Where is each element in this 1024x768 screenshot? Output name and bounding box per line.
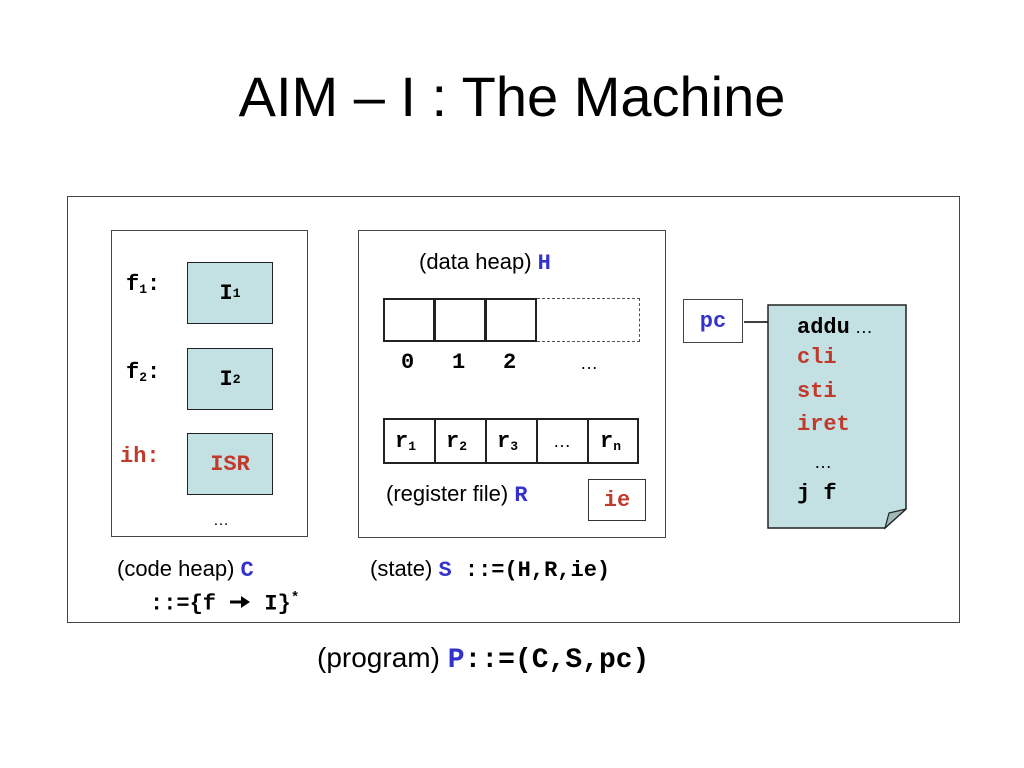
code-line-sti: sti [797, 379, 837, 404]
heap-index-more: … [580, 353, 598, 373]
register-r2: r2 [446, 429, 468, 454]
heap-index-1: 1 [452, 350, 466, 375]
register-file-caption: (register file) R [386, 481, 528, 508]
code-label-f2: f2: [126, 360, 161, 385]
code-line-ellipsis: … [814, 452, 832, 472]
code-block-isr: ISR [187, 433, 273, 495]
code-line-cli: cli [797, 345, 837, 370]
register-r3: r3 [497, 429, 519, 454]
heap-index-0: 0 [401, 350, 415, 375]
code-label-ih: ih: [120, 444, 160, 469]
register-rn: rn [600, 429, 622, 454]
code-line-addu: addu … [797, 315, 873, 340]
register-cell [385, 420, 436, 462]
register-cell [538, 420, 589, 462]
arrow-right-icon [229, 591, 251, 616]
register-r1: r1 [395, 429, 417, 454]
heap-cell-0 [383, 298, 435, 342]
heap-cell-2 [485, 298, 537, 342]
code-line-iret: iret [797, 412, 850, 437]
heap-index-2: 2 [503, 350, 517, 375]
code-heap-definition: ::={f I}* [150, 590, 300, 617]
heap-cell-more [537, 298, 640, 342]
code-label-f1: f1: [126, 272, 161, 297]
state-caption: (state) S ::=(H,R,ie) [370, 556, 611, 583]
slide-title: AIM – I : The Machine [238, 65, 786, 128]
data-heap-array [383, 298, 640, 342]
program-caption: (program) P::=(C,S,pc) [317, 642, 650, 676]
code-page-shape [767, 304, 907, 530]
register-cell [436, 420, 487, 462]
ie-flag-box: ie [588, 479, 646, 521]
heap-cell-1 [434, 298, 486, 342]
code-line-jump: j f [797, 481, 837, 506]
register-file [383, 418, 639, 464]
register-cell [487, 420, 538, 462]
code-heap-ellipsis: … [213, 512, 229, 529]
state-panel [358, 230, 666, 538]
data-heap-caption: (data heap) H [419, 249, 551, 276]
register-ellipsis: … [553, 431, 571, 451]
pc-register-box: pc [683, 299, 743, 343]
code-heap-caption: (code heap) C [117, 556, 254, 583]
